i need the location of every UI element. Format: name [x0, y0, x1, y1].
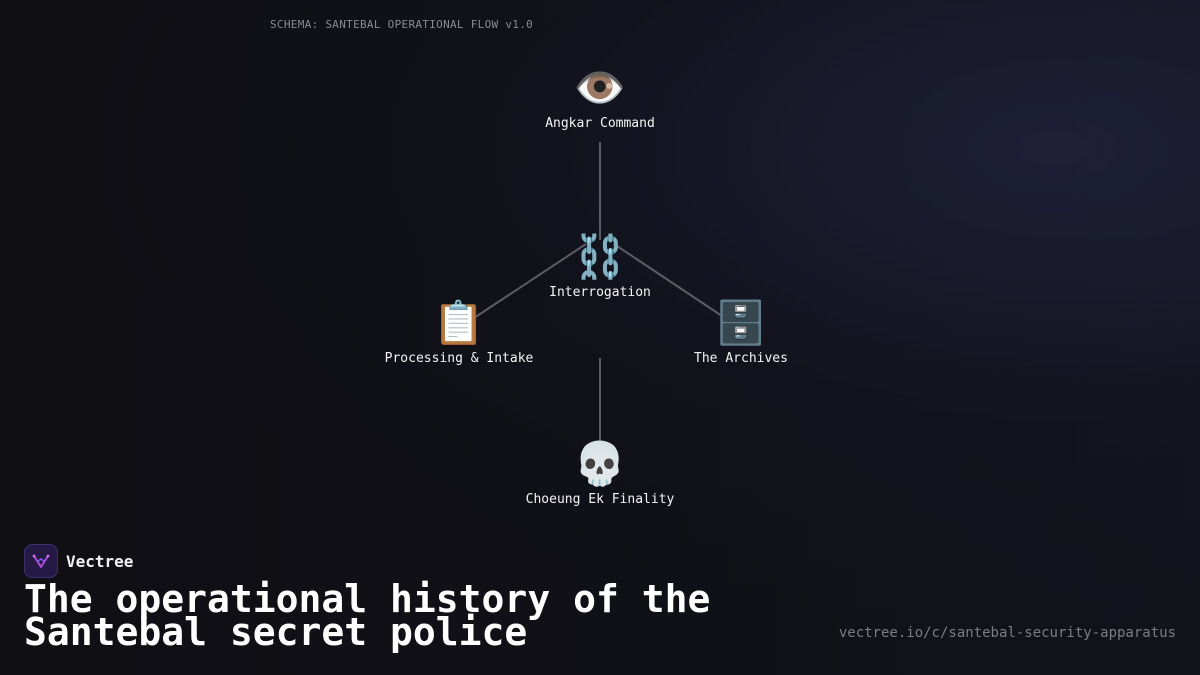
file-cabinet-icon: 🗄️: [714, 298, 768, 347]
clipboard-icon: 📋: [432, 298, 486, 347]
vectree-logo-icon: [24, 544, 58, 578]
chains-icon: ⛓️: [573, 232, 627, 281]
node-label: Choeung Ek Finality: [525, 492, 675, 507]
node-choeung-ek-finality[interactable]: 💀 Choeung Ek Finality: [480, 438, 720, 507]
node-label: Interrogation: [549, 285, 651, 300]
edge-interrogation-processing: [473, 243, 587, 319]
source-url[interactable]: vectree.io/c/santebal-security-apparatus: [838, 625, 1176, 641]
eye-icon: 👁️: [573, 63, 627, 112]
brand[interactable]: Vectree: [24, 544, 133, 578]
node-label: Angkar Command: [545, 116, 655, 131]
page-title: The operational history of the Santebal …: [24, 577, 711, 654]
node-interrogation[interactable]: ⛓️ Interrogation: [480, 231, 720, 300]
node-processing-intake[interactable]: 📋 Processing & Intake: [339, 297, 579, 366]
node-angkar-command[interactable]: 👁️ Angkar Command: [480, 62, 720, 131]
schema-label: SCHEMA: SANTEBAL OPERATIONAL FLOW v1.0: [270, 18, 534, 31]
node-label: The Archives: [694, 351, 788, 366]
node-the-archives[interactable]: 🗄️ The Archives: [621, 297, 861, 366]
brand-name: Vectree: [66, 551, 134, 571]
edge-interrogation-archives: [613, 243, 723, 317]
node-label: Processing & Intake: [384, 351, 534, 366]
skull-icon: 💀: [573, 439, 627, 488]
